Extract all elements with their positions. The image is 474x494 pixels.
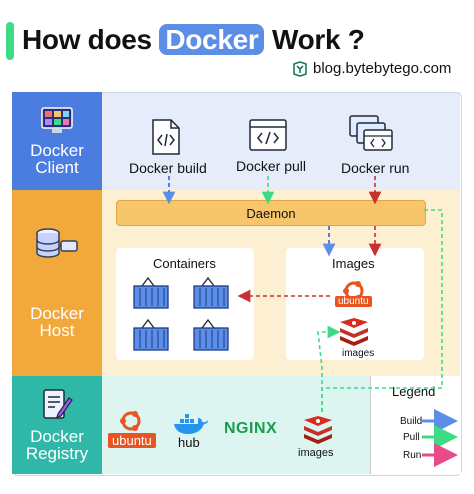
- docker-client-label: Docker Client: [12, 92, 102, 190]
- legend-pull-label: Pull: [403, 432, 420, 443]
- hub-label: hub: [178, 435, 200, 450]
- legend-build-label: Build: [400, 416, 423, 427]
- title-suffix: Work ?: [271, 24, 365, 55]
- title-prefix: How does: [22, 24, 152, 55]
- containers-title: Containers: [153, 256, 216, 271]
- registry-label-line2: Registry: [25, 444, 89, 463]
- host-label-line1: Docker: [30, 304, 84, 323]
- containers-group: [133, 276, 229, 351]
- redis-logo-icon: [340, 318, 368, 346]
- docker-build-command: Docker build: [129, 160, 207, 176]
- docker-whale-icon: [174, 414, 208, 434]
- monitor-icon: [41, 107, 73, 133]
- terminal-window-icon: [249, 119, 287, 151]
- client-label-line2: Client: [35, 158, 79, 177]
- docker-run-command: Docker run: [341, 160, 410, 176]
- container-icon: [193, 318, 229, 351]
- page-title: How does Docker Work ?: [22, 24, 365, 56]
- docker-registry-label: Docker Registry: [12, 376, 102, 474]
- database-server-icon: [36, 228, 78, 258]
- title-accent-bar: [6, 22, 14, 60]
- stacked-windows-icon: [349, 115, 393, 151]
- redis-logo-icon: [304, 416, 332, 444]
- host-label-line2: Host: [39, 321, 75, 340]
- images-title: Images: [332, 256, 375, 271]
- registry-images-caption: images: [298, 447, 334, 459]
- registry-ubuntu-badge: ubuntu: [108, 433, 156, 448]
- registry-label-line1: Docker: [30, 427, 84, 446]
- pull-arrow-daemon-to-registry: [321, 209, 443, 412]
- pull-arrow-registry-to-images: [317, 325, 341, 412]
- container-icon: [193, 276, 229, 309]
- title-highlight: Docker: [159, 24, 265, 55]
- host-images-caption: images: [342, 348, 375, 359]
- document-edit-icon: [43, 389, 73, 419]
- container-icon: [133, 276, 169, 309]
- code-file-icon: [152, 119, 180, 155]
- ubuntu-logo-icon: [120, 411, 141, 431]
- container-icon: [133, 318, 169, 351]
- client-label-line1: Docker: [30, 141, 84, 160]
- bytebytego-logo-icon: [293, 60, 307, 77]
- host-ubuntu-badge: ubuntu: [335, 296, 372, 307]
- docker-pull-command: Docker pull: [236, 158, 307, 174]
- blog-url: blog.bytebytego.com: [313, 60, 452, 77]
- docker-host-label: Docker Host: [12, 190, 102, 376]
- nginx-logo: NGINX: [224, 420, 278, 437]
- legend-run-label: Run: [403, 450, 422, 461]
- blog-credit: blog.bytebytego.com: [292, 60, 451, 77]
